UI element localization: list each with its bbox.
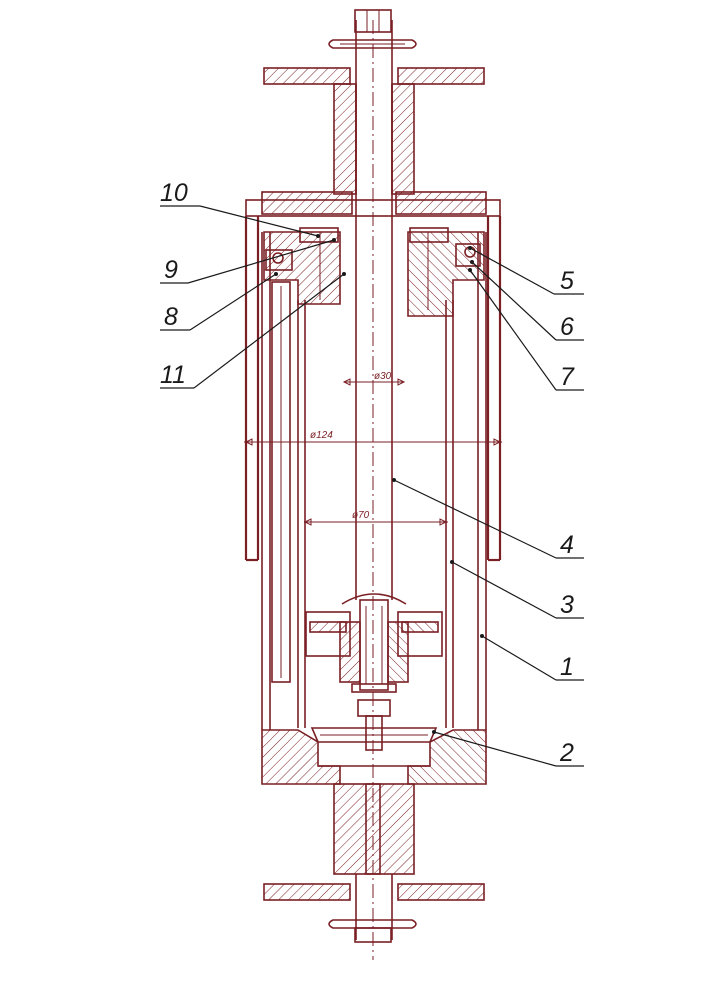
callout-10: 10 — [160, 179, 320, 238]
callout-2: 2 — [432, 730, 584, 767]
svg-text:7: 7 — [560, 363, 575, 391]
callout-1: 1 — [480, 634, 584, 681]
svg-text:2: 2 — [559, 739, 574, 767]
upper-bushing — [333, 83, 415, 195]
dimension-d70: ø70 — [303, 510, 448, 526]
callout-11: 11 — [160, 272, 346, 389]
svg-text:11: 11 — [160, 361, 186, 389]
dim-d30-label: ø30 — [374, 371, 392, 382]
dim-d70-label: ø70 — [352, 510, 370, 521]
callout-9: 9 — [160, 238, 336, 284]
svg-text:5: 5 — [560, 267, 574, 295]
callout-5: 5 — [468, 246, 584, 295]
callout-6: 6 — [470, 260, 584, 341]
dim-d124-label: ø124 — [310, 430, 333, 441]
svg-text:1: 1 — [560, 653, 574, 681]
svg-text:3: 3 — [560, 591, 574, 619]
bottom-cotter-pin — [328, 919, 417, 943]
working-cylinder — [297, 300, 454, 728]
reservoir-tube — [261, 232, 487, 730]
svg-text:8: 8 — [164, 303, 178, 331]
top-cotter-pin — [328, 39, 417, 49]
dimension-d30: ø30 — [342, 371, 406, 386]
dust-shield — [244, 216, 502, 562]
callout-7: 7 — [468, 268, 584, 391]
svg-text:6: 6 — [560, 313, 574, 341]
callout-3: 3 — [450, 560, 584, 619]
lower-eye — [333, 783, 415, 875]
base-valve — [310, 699, 438, 751]
svg-text:4: 4 — [560, 531, 574, 559]
dust-shield-cap — [245, 191, 501, 217]
piston-rod — [355, 20, 393, 600]
callout-4: 4 — [392, 478, 584, 559]
bypass-tube — [271, 281, 291, 683]
top-nut — [354, 9, 392, 33]
callout-8: 8 — [160, 272, 278, 331]
dimension-d124: ø124 — [244, 430, 502, 446]
rod-guide — [263, 227, 485, 317]
bottom-cap — [261, 729, 487, 785]
svg-text:9: 9 — [164, 256, 178, 284]
bottom-mounting-flange — [263, 874, 485, 940]
piston — [305, 593, 443, 693]
top-mounting-flange — [263, 67, 485, 85]
svg-text:10: 10 — [160, 179, 188, 207]
